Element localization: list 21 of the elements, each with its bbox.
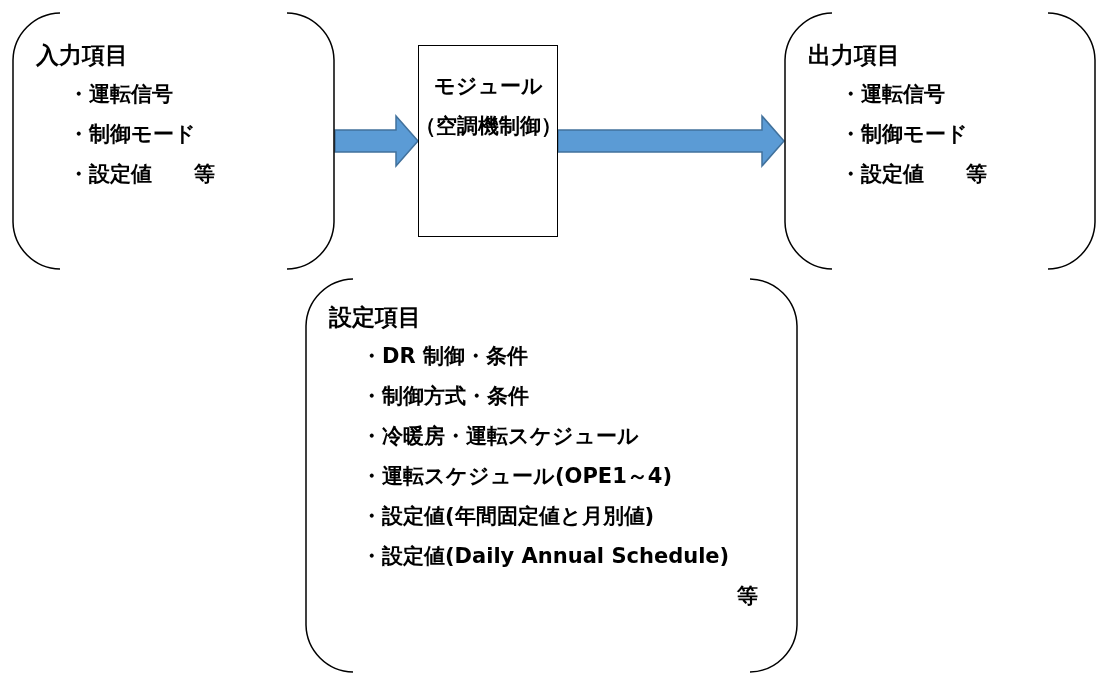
list-item: ・設定値(Daily Annual Schedule) [361,543,730,570]
list-item: ・冷暖房・運転スケジュール [361,423,639,450]
list-item: ・運転スケジュール(OPE1～4) [361,463,672,490]
block-arrow [557,114,785,168]
box-title: モジュール [433,73,543,100]
list-item: ・制御モード [68,121,196,148]
list-item: ・制御方式・条件 [361,383,529,410]
block-arrow [334,114,419,168]
list-item: ・制御モード [840,121,968,148]
box-subtitle: （空調機制御） [414,113,562,140]
list-item: 等 [737,583,758,610]
group-heading: 入力項目 [36,41,128,70]
group-heading: 設定項目 [329,303,421,332]
list-item: ・設定値 等 [840,161,987,188]
list-item: ・設定値(年間固定値と月別値) [361,503,655,530]
list-item: ・運転信号 [840,81,945,108]
list-item: ・運転信号 [68,81,173,108]
list-item: ・DR 制御・条件 [361,343,528,370]
list-item: ・設定値 等 [68,161,215,188]
module-box [418,45,558,237]
group-heading: 出力項目 [808,41,900,70]
